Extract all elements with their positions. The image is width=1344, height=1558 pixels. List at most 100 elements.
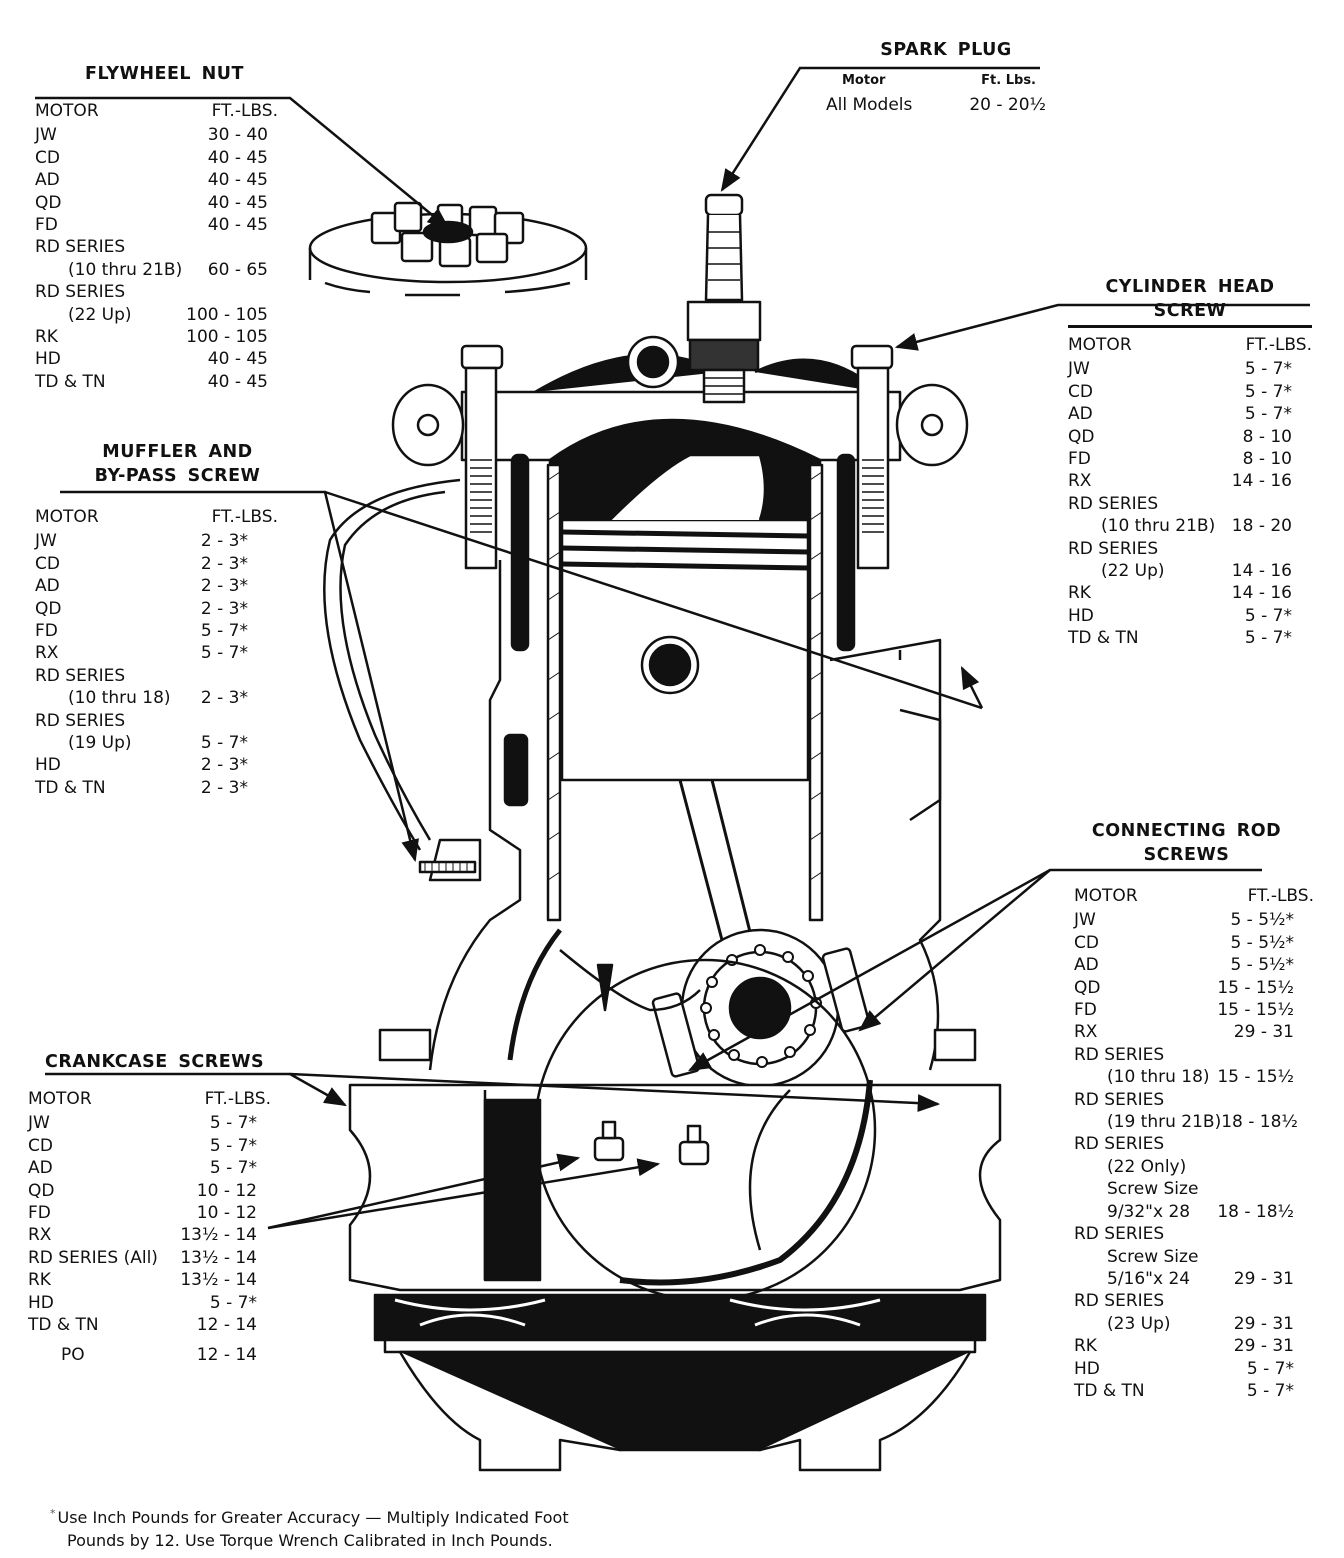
motor-cell: TD & TN: [35, 371, 106, 392]
torque-cell: 40 - 45: [207, 147, 268, 168]
motor-cell: QD: [1068, 426, 1095, 447]
torque-cell: 10 - 12: [196, 1180, 257, 1201]
motor-cell: RD SERIES: [1074, 1134, 1165, 1155]
motor-cell: QD: [35, 598, 62, 619]
leader-muffler-b: [324, 490, 983, 710]
motor-cell: Screw Size: [1107, 1246, 1199, 1267]
motor-cell: RX: [28, 1225, 52, 1246]
torque-cell: 40 - 45: [207, 170, 268, 191]
leader-spark-plug: [720, 66, 1040, 192]
torque-cell: 2 - 3*: [200, 688, 248, 709]
motor-cell: RD SERIES: [1068, 493, 1159, 514]
torque-cell: 14 - 16: [1231, 561, 1292, 582]
table-row: (23 Up)29 - 31: [1074, 1313, 1314, 1335]
motor-cell: RK: [1074, 1336, 1097, 1357]
table-row: (19 Up)5 - 7*: [35, 732, 280, 754]
torque-cell: 2 - 3*: [200, 777, 248, 798]
table-row: RD SERIES: [35, 710, 280, 732]
motor-cell: Screw Size: [1107, 1179, 1199, 1200]
column-header-ft-lbs: FT.-LBS.: [1247, 886, 1314, 906]
motor-cell: TD & TN: [1068, 628, 1139, 649]
column-header-motor: MOTOR: [35, 101, 99, 121]
section-title-line1: CONNECTING ROD: [1091, 821, 1282, 841]
motor-cell: AD: [1074, 955, 1099, 976]
reed-plate-icon: [373, 1293, 987, 1472]
motor-cell: (22 Up): [68, 304, 132, 325]
table-row: AD 5 - 5½*: [1074, 954, 1314, 976]
column-header-ft-lbs: Ft. Lbs.: [981, 73, 1036, 88]
footnote-line-1: Use Inch Pounds for Greater Accuracy — M…: [57, 1508, 569, 1527]
torque-cell: 13½ - 14: [180, 1247, 257, 1268]
motor-cell: CD: [35, 147, 60, 168]
motor-cell: QD: [35, 192, 62, 213]
motor-cell: RD SERIES: [1074, 1089, 1165, 1110]
motor-cell: (10 thru 21B): [1101, 516, 1216, 537]
muffler-bypass-tube: [323, 478, 482, 882]
torque-cell: 29 - 31: [1233, 1268, 1294, 1289]
table-row: (22 Up)100 - 105: [35, 304, 280, 326]
motor-cell: AD: [1068, 404, 1093, 425]
torque-cell: 100 - 105: [186, 327, 268, 348]
torque-cell: 5 - 7*: [1244, 404, 1292, 425]
motor-cell: FD: [35, 215, 58, 236]
leader-crankcase-b: [289, 1072, 941, 1113]
motor-cell: RD SERIES: [1074, 1224, 1165, 1245]
torque-cell: 18 - 20: [1231, 516, 1292, 537]
cylinder-block-icon: [378, 560, 977, 1071]
table-header: MOTOR FT.-LBS.: [1074, 885, 1314, 907]
table-row: Screw Size: [1074, 1178, 1314, 1200]
motor-cell: CD: [1074, 932, 1099, 953]
torque-cell: 12 - 14: [196, 1345, 257, 1366]
torque-cell: 30 - 40: [207, 125, 268, 146]
torque-cell: 10 - 12: [196, 1203, 257, 1224]
torque-cell: 2 - 3*: [200, 576, 248, 597]
table-row: CD 40 - 45: [35, 147, 280, 169]
torque-cell: 2 - 3*: [200, 553, 248, 574]
motor-cell: 9/32"x 28: [1107, 1201, 1191, 1222]
table-header: MOTOR FT.-LBS.: [28, 1088, 283, 1110]
torque-cell: 15 - 15½: [1217, 977, 1294, 998]
torque-cell: 5 - 7*: [209, 1158, 257, 1179]
table-row: RD SERIES: [1074, 1223, 1314, 1245]
muffler-bypass-screw-spec-table: MUFFLER AND BY-PASS SCREW MOTOR FT.-LBS.…: [35, 440, 280, 799]
table-row: (22 Up)14 - 16: [1068, 560, 1312, 582]
motor-cell: CD: [35, 553, 60, 574]
torque-cell: 5 - 7*: [209, 1135, 257, 1156]
motor-cell: JW: [35, 531, 57, 552]
motor-cell: RD SERIES: [35, 282, 126, 303]
table-row: RD SERIES: [1074, 1044, 1314, 1066]
torque-cell: 60 - 65: [207, 259, 268, 280]
motor-cell: (23 Up): [1107, 1313, 1171, 1334]
table-row: All Models 20 - 20½: [826, 94, 1046, 116]
table-row: RD SERIES: [1074, 1290, 1314, 1312]
footnote: *Use Inch Pounds for Greater Accuracy — …: [50, 1502, 700, 1552]
leader-muffler-b2: [960, 665, 984, 709]
section-title-line2: BY-PASS SCREW: [94, 466, 261, 486]
torque-cell: 8 - 10: [1242, 449, 1292, 470]
motor-cell: RD SERIES: [1074, 1044, 1165, 1065]
motor-cell: JW: [35, 125, 57, 146]
torque-cell: 5 - 7*: [200, 733, 248, 754]
torque-cell: 5 - 5½*: [1230, 955, 1294, 976]
torque-cell: 18 - 18½: [1221, 1112, 1298, 1133]
section-title: CYLINDER HEAD SCREW: [1105, 277, 1275, 321]
section-title-line1: MUFFLER AND: [102, 442, 253, 462]
